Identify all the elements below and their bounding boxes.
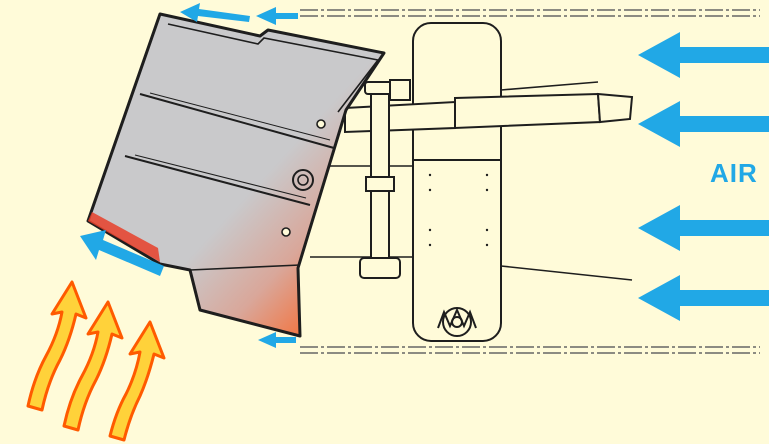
air-arrows-outgoing [80, 3, 298, 348]
tilted-panel [86, 12, 386, 338]
deflected-arrow [80, 230, 164, 276]
air-arrow-4 [638, 275, 769, 321]
lower-rail [300, 346, 760, 354]
air-label: AIR [710, 158, 758, 188]
air-arrow-2 [638, 101, 769, 147]
heat-arrows [26, 280, 166, 442]
gear-column [359, 79, 411, 279]
bottom-wheel [437, 307, 477, 337]
heat-arrow-3 [108, 320, 166, 442]
small-arrow-top-right [256, 7, 298, 25]
motor-body [412, 22, 502, 342]
heat-arrow-1 [26, 280, 88, 412]
small-arrow-bottom [258, 332, 296, 348]
heat-arrow-2 [62, 300, 124, 432]
small-arrow-top-left [180, 3, 250, 22]
air-arrows-incoming [638, 32, 769, 321]
upper-rail [300, 9, 760, 17]
air-arrow-3 [638, 205, 769, 251]
air-arrow-1 [638, 32, 769, 78]
motor-rivets [428, 173, 489, 247]
